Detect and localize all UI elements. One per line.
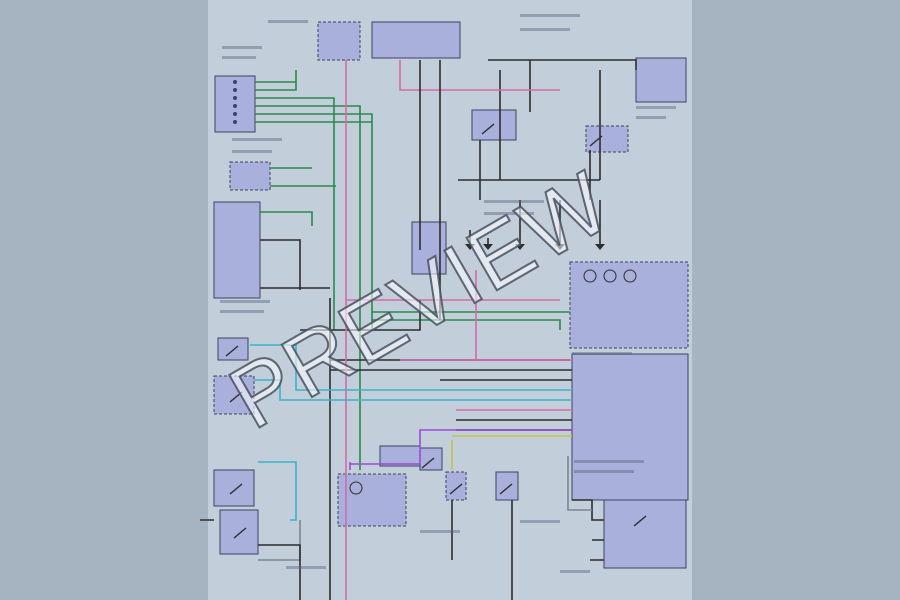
wire-black <box>200 500 513 600</box>
label-blur <box>232 138 282 141</box>
label-blur <box>222 56 256 59</box>
ground-icon <box>555 244 565 250</box>
label-blur <box>574 460 644 463</box>
component-box <box>317 21 361 61</box>
wire-black <box>260 239 421 600</box>
connector-pin <box>233 88 237 92</box>
component-box <box>635 57 687 103</box>
bulb-icon <box>623 269 637 283</box>
label-blur <box>484 212 534 215</box>
component-box <box>217 337 249 361</box>
wire-cyan <box>250 344 572 521</box>
label-blur <box>220 300 270 303</box>
bulb-icon <box>603 269 617 283</box>
label-blur <box>560 570 590 573</box>
label-blur <box>520 28 570 31</box>
wire-gray <box>258 456 592 561</box>
component-box <box>603 499 687 569</box>
connector-pin <box>233 104 237 108</box>
component-box <box>337 473 407 527</box>
label-blur <box>574 470 634 473</box>
wire-violet <box>349 429 572 470</box>
bulb-icon <box>583 269 597 283</box>
switch-icon <box>229 391 243 403</box>
label-blur <box>268 20 308 23</box>
label-blur <box>232 150 272 153</box>
switch-icon <box>633 515 647 527</box>
wire-yellow <box>451 435 572 470</box>
ground-icon <box>595 244 605 250</box>
ground-icon <box>483 244 493 250</box>
wire-green <box>255 70 373 470</box>
component-box <box>471 109 517 141</box>
ground-icon <box>465 244 475 250</box>
connector-pin <box>233 120 237 124</box>
wire-pink <box>475 270 560 361</box>
component-box <box>219 509 259 555</box>
connector-pin <box>233 80 237 84</box>
label-blur <box>636 106 676 109</box>
ground-icon <box>515 244 525 250</box>
label-blur <box>420 530 460 533</box>
switch-icon <box>225 345 239 357</box>
label-blur <box>286 566 326 569</box>
switch-icon <box>481 123 495 135</box>
switch-icon <box>449 483 463 495</box>
bulb-icon <box>349 481 363 495</box>
switch-icon <box>589 135 603 147</box>
component-box <box>379 445 421 467</box>
component-box <box>585 125 629 153</box>
wire-black <box>469 200 601 244</box>
switch-icon <box>229 483 243 495</box>
wire-black <box>572 499 604 561</box>
component-box <box>213 375 255 415</box>
component-box <box>229 161 271 191</box>
label-blur <box>520 14 580 17</box>
component-box <box>571 353 689 501</box>
wire-black <box>419 60 591 320</box>
label-blur <box>220 310 264 313</box>
wire-black <box>330 359 572 431</box>
component-box <box>495 471 519 501</box>
label-blur <box>636 116 666 119</box>
component-box <box>371 21 461 59</box>
label-blur <box>484 200 544 203</box>
wire-green <box>260 167 336 226</box>
label-blur <box>520 520 560 523</box>
connector-pin <box>233 112 237 116</box>
switch-icon <box>421 457 435 469</box>
wire-black <box>458 59 637 181</box>
component-box <box>569 261 689 349</box>
wire-green <box>372 311 570 330</box>
label-blur <box>222 46 262 49</box>
connector-pin <box>233 96 237 100</box>
component-box <box>213 201 261 299</box>
switch-icon <box>233 527 247 539</box>
wire-pink <box>345 60 572 600</box>
label-blur <box>572 352 632 355</box>
component-box <box>445 471 467 501</box>
component-box <box>411 221 447 275</box>
component-box <box>213 469 255 507</box>
switch-icon <box>499 483 513 495</box>
